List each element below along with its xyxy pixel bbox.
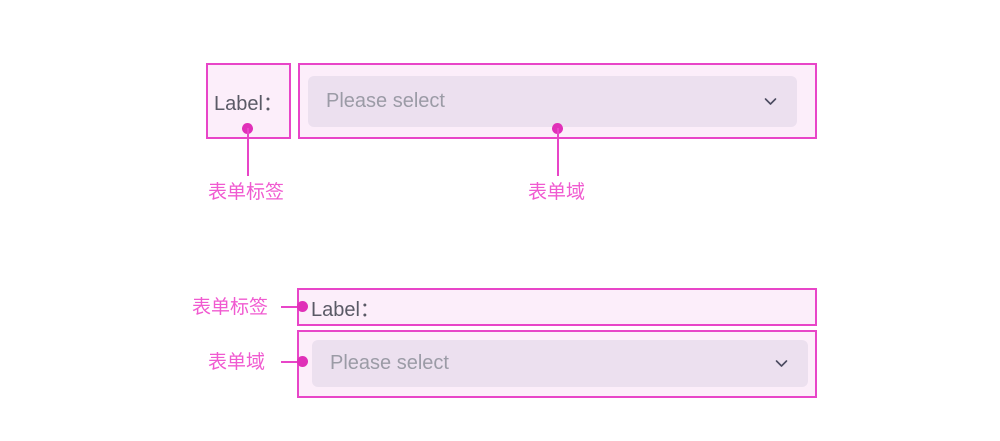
vertical-field-annotation-text: 表单域 [208, 351, 266, 373]
horizontal-label-annotation-leader [247, 128, 249, 176]
vertical-field-annotation-dot [297, 356, 308, 367]
horizontal-select-control[interactable]: Please select [308, 76, 797, 127]
vertical-field-annotation-leader [281, 361, 303, 363]
horizontal-label-annotation-text: 表单标签 [208, 181, 285, 203]
vertical-label-annotation-dot [297, 301, 308, 312]
horizontal-field-annotation-leader [557, 128, 559, 176]
vertical-select-placeholder: Please select [330, 352, 449, 374]
horizontal-form-label: Label： [214, 92, 283, 115]
vertical-label-annotation-leader [281, 306, 303, 308]
chevron-down-icon[interactable] [762, 93, 779, 110]
vertical-label-annotation-text: 表单标签 [192, 296, 269, 318]
vertical-select-control[interactable]: Please select [312, 340, 808, 387]
vertical-form-label: Label： [311, 298, 380, 321]
vertical-label-region-highlight [297, 288, 817, 326]
chevron-down-icon[interactable] [773, 355, 790, 372]
horizontal-select-placeholder: Please select [326, 90, 445, 112]
horizontal-field-annotation-text: 表单域 [528, 181, 586, 203]
